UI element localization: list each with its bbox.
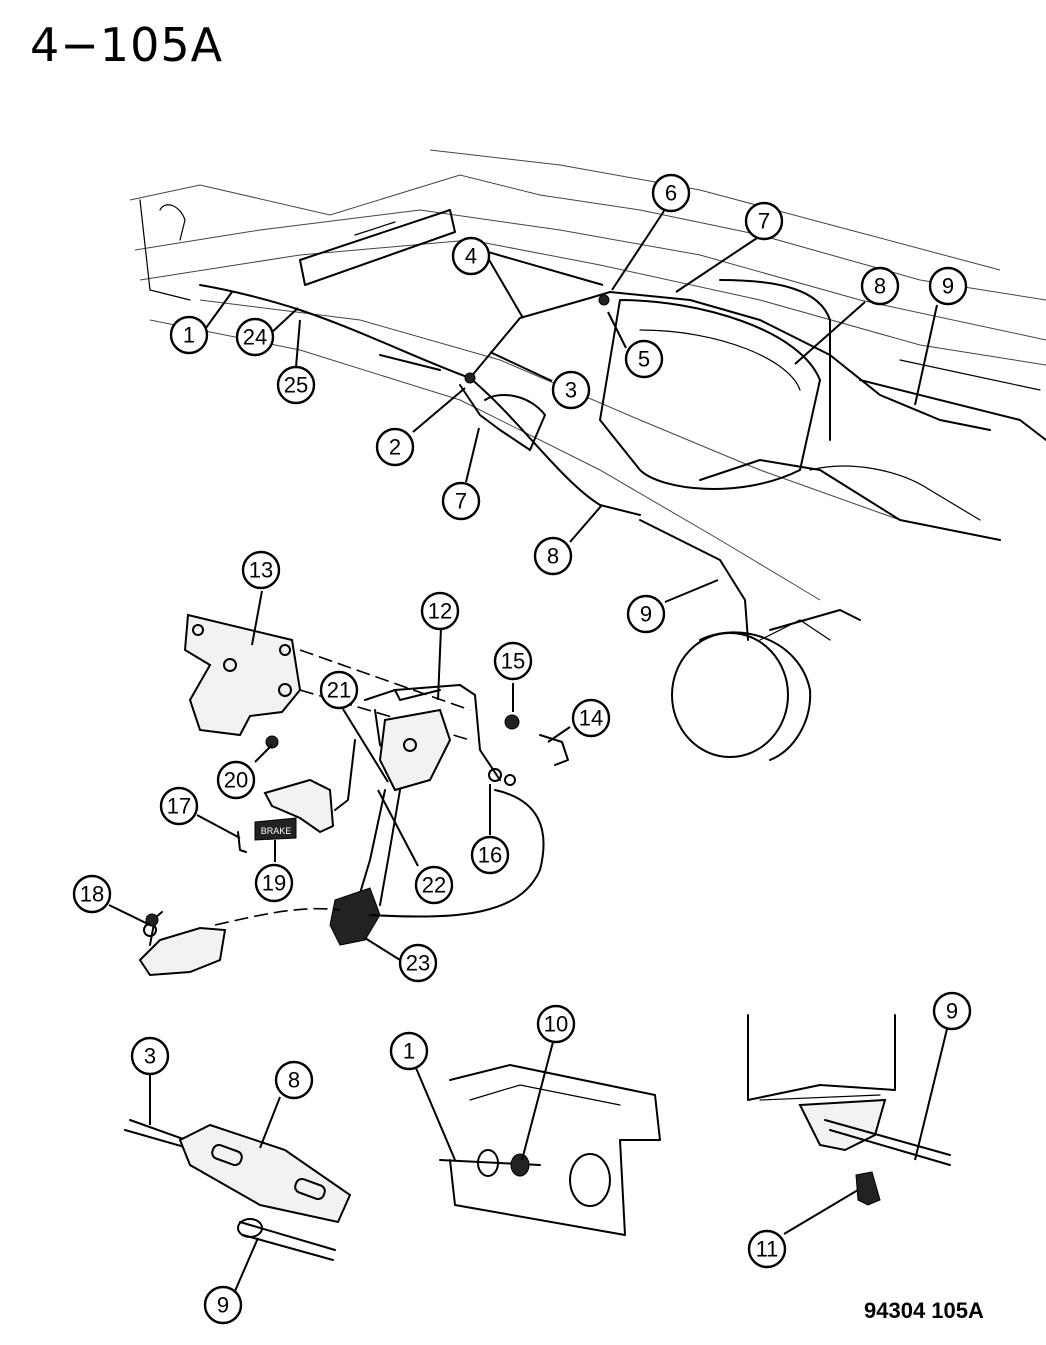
callout-label: 16 — [478, 843, 502, 868]
callout-13: 13 — [241, 550, 281, 590]
callout-label: 9 — [640, 602, 652, 627]
callout-label: 9 — [217, 1293, 229, 1318]
callout-bubbles: 1 24 25 4 6 7 5 3 2 7 8 9 8 9 13 12 — [72, 173, 972, 1325]
callout-label: 10 — [544, 1012, 568, 1037]
callout-2: 2 — [375, 427, 415, 467]
callout-label: 8 — [874, 274, 886, 299]
callout-label: 9 — [946, 999, 958, 1024]
callout-14: 14 — [571, 698, 611, 738]
callout-3-detail: 3 — [130, 1036, 170, 1076]
callout-label: 11 — [756, 1237, 779, 1262]
callout-12: 12 — [420, 591, 460, 631]
brake-pad-text: BRAKE — [261, 826, 292, 836]
callout-label: 25 — [284, 373, 308, 398]
callout-1-detail: 1 — [389, 1031, 429, 1071]
callout-label: 8 — [288, 1068, 300, 1093]
callout-label: 23 — [406, 951, 430, 976]
callout-label: 19 — [262, 871, 286, 896]
callout-6: 6 — [651, 173, 691, 213]
callout-label: 1 — [183, 323, 195, 348]
callout-3: 3 — [551, 370, 591, 410]
callout-label: 20 — [224, 768, 248, 793]
callout-18: 18 — [72, 874, 112, 914]
callout-label: 17 — [167, 794, 191, 819]
callout-label: 13 — [249, 558, 273, 583]
callout-8-detail: 8 — [274, 1060, 314, 1100]
detail-cable-clip — [747, 1014, 951, 1206]
callout-10: 10 — [536, 1004, 576, 1044]
callout-label: 18 — [80, 882, 104, 907]
callout-label: 3 — [565, 378, 577, 403]
vehicle-frame-illustration — [129, 149, 1046, 601]
callout-label: 7 — [758, 209, 770, 234]
callout-11: 11 — [747, 1229, 787, 1269]
callout-label: 14 — [579, 706, 603, 731]
callout-label: 5 — [638, 347, 650, 372]
callout-label: 2 — [389, 435, 401, 460]
callout-24: 24 — [235, 317, 275, 357]
callout-label: 24 — [243, 325, 267, 350]
callout-label: 9 — [942, 274, 954, 299]
callout-label: 15 — [501, 649, 525, 674]
callout-9-mid: 9 — [626, 594, 666, 634]
leader-lines — [108, 210, 948, 1292]
callout-22: 22 — [414, 865, 454, 905]
callout-8-top: 8 — [860, 266, 900, 306]
callout-5: 5 — [624, 339, 664, 379]
callout-label: 1 — [403, 1039, 415, 1064]
callout-label: 22 — [422, 873, 446, 898]
callout-1: 1 — [169, 315, 209, 355]
pedal-mounting-bracket — [183, 613, 471, 741]
callout-label: 7 — [455, 489, 467, 514]
callout-25: 25 — [276, 365, 316, 405]
callout-label: 6 — [665, 181, 677, 206]
diagram-title: 4−105A — [30, 18, 224, 72]
callout-label: 4 — [465, 244, 477, 269]
callout-label: 8 — [547, 544, 559, 569]
callout-9-top: 9 — [928, 266, 968, 306]
callout-7-top: 7 — [744, 201, 784, 241]
brake-warning-switch: BRAKE — [237, 778, 335, 853]
parking-brake-pedal-lever — [329, 708, 452, 946]
callout-15: 15 — [493, 641, 533, 681]
release-cable — [214, 739, 545, 926]
callout-20: 20 — [216, 760, 256, 800]
small-hardware — [145, 714, 569, 927]
detail-equalizer — [124, 1119, 352, 1261]
callout-label: 12 — [428, 599, 452, 624]
callout-8-mid: 8 — [533, 536, 573, 576]
parking-brake-cables — [199, 284, 991, 641]
callout-label: 21 — [327, 678, 351, 703]
callout-9-detail-right: 9 — [932, 991, 972, 1031]
callout-label: 3 — [144, 1044, 156, 1069]
figure-code: 94304 105A — [864, 1298, 984, 1323]
callout-4: 4 — [451, 236, 491, 276]
callout-7-bottom: 7 — [441, 481, 481, 521]
callout-9-detail-left: 9 — [203, 1285, 243, 1325]
callout-19: 19 — [254, 863, 294, 903]
callout-16: 16 — [470, 835, 510, 875]
rear-brake-drum — [671, 609, 861, 761]
callout-23: 23 — [398, 943, 438, 983]
detail-cable-retainer — [439, 1064, 661, 1236]
callout-21: 21 — [319, 670, 359, 710]
callout-17: 17 — [159, 786, 199, 826]
